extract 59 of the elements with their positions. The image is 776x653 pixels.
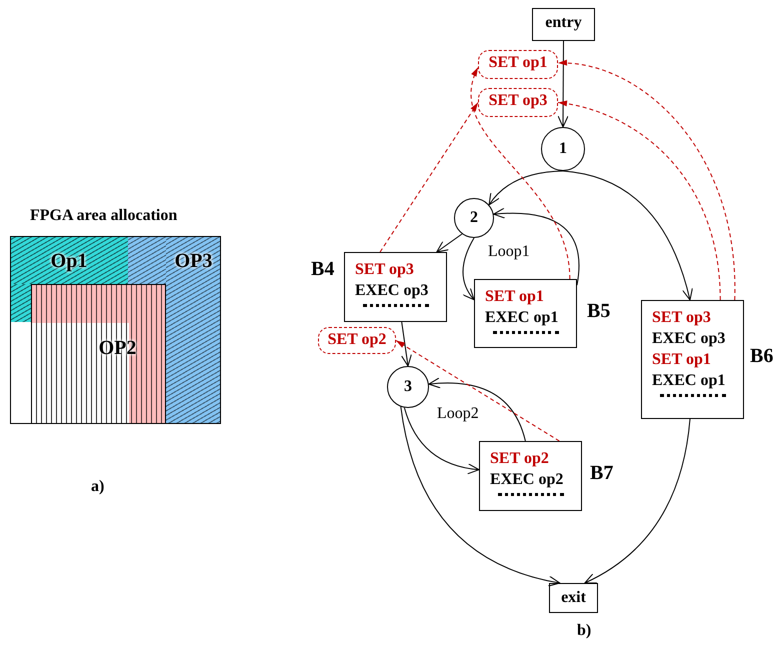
node-label: SET op1 <box>488 54 548 72</box>
node-label: entry <box>544 14 583 32</box>
block-name: B7 <box>590 462 614 485</box>
arrow <box>428 378 526 442</box>
terminal-box <box>549 583 598 613</box>
node-label: 2 <box>470 209 478 227</box>
instruction-text: EXEC op1 <box>485 308 560 328</box>
instruction-text: SET op2 <box>490 449 550 469</box>
arrow <box>436 234 462 252</box>
instruction-text: SET op1 <box>485 287 545 307</box>
region-label: OP3 <box>174 250 212 273</box>
arrow <box>401 322 412 366</box>
instruction-text: EXEC op3 <box>355 281 430 301</box>
set-annotation-box <box>478 50 558 79</box>
node-label: SET op2 <box>326 331 388 349</box>
instruction-text: EXEC op3 <box>652 329 726 349</box>
node-circle <box>454 198 494 238</box>
instruction-text: SET op3 <box>355 260 415 280</box>
node-label: SET op3 <box>488 92 548 110</box>
arrow <box>404 407 480 474</box>
arrow <box>488 170 564 206</box>
node-circle <box>387 366 429 408</box>
instruction-text: SET op1 <box>652 350 712 370</box>
loop-label: Loop1 <box>488 243 530 261</box>
node-label: 1 <box>559 140 567 158</box>
panel-caption: a) <box>91 478 104 496</box>
basic-block-box <box>344 252 447 322</box>
arrow <box>584 418 690 584</box>
basic-block-box <box>474 279 577 348</box>
dashed-arrow <box>380 102 478 252</box>
dashed-arrow <box>471 66 570 280</box>
basic-block-box <box>641 300 744 419</box>
panel-title: FPGA area allocation <box>30 207 178 225</box>
dashed-arrow <box>396 340 560 442</box>
block-name: B5 <box>587 300 610 323</box>
loop-label: Loop2 <box>437 405 479 423</box>
instruction-text: SET op3 <box>652 308 712 328</box>
dashed-arrow <box>558 100 721 300</box>
instruction-text: EXEC op1 <box>652 371 726 391</box>
arrow <box>400 406 560 586</box>
arrow <box>562 170 693 300</box>
set-annotation-box <box>318 327 396 354</box>
node-label: exit <box>560 589 587 607</box>
arrow <box>462 238 474 300</box>
dashed-arrow <box>558 60 736 300</box>
set-annotation-box <box>478 88 558 117</box>
node-circle <box>541 127 585 171</box>
block-name: B6 <box>750 345 774 368</box>
block-name: B4 <box>311 258 334 281</box>
arrow <box>493 208 580 286</box>
allocated-area-region <box>31 284 166 424</box>
allocated-area-region <box>166 236 221 424</box>
panel-caption: b) <box>577 622 592 640</box>
terminal-box <box>532 8 595 41</box>
node-label: 3 <box>404 378 412 396</box>
instruction-text: EXEC op2 <box>490 470 564 490</box>
allocated-area-region <box>10 236 128 284</box>
basic-block-box <box>479 441 582 511</box>
arrow <box>558 40 569 128</box>
